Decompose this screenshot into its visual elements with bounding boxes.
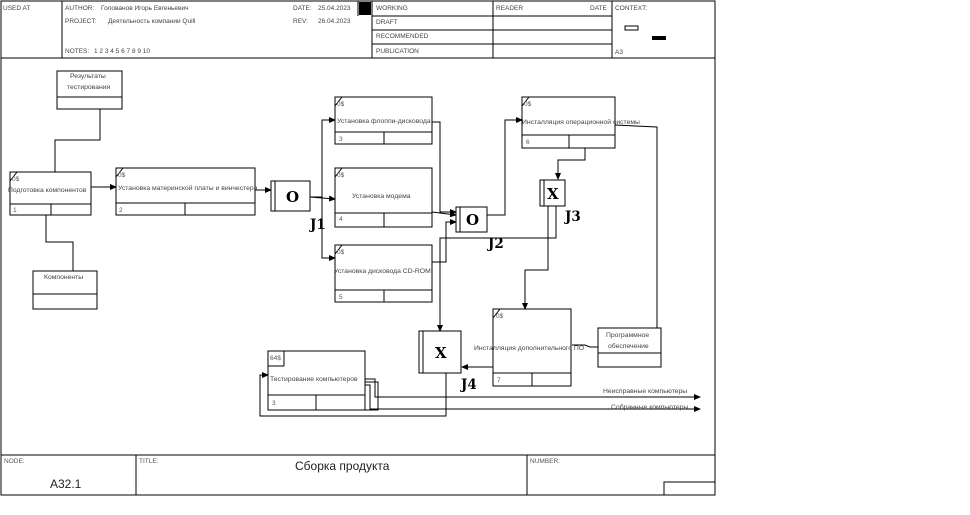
box-8-label: Тестирование компьютеров — [270, 376, 358, 383]
status-recommended: RECOMMENDED — [376, 33, 429, 40]
node-label: NODE: — [4, 458, 25, 465]
results-label-1: Результаты — [70, 73, 106, 80]
referent-software[interactable]: Программное обеспечение — [597, 327, 662, 368]
box-5-cost: 0$ — [337, 249, 345, 256]
referent-results[interactable]: Результаты тестирования — [56, 70, 123, 110]
box-6-label: Инсталляция операционной системы — [522, 118, 640, 126]
referent-components[interactable]: Компоненты — [32, 270, 98, 310]
box-2-label: Установка материнской платы и винчестера — [118, 184, 258, 192]
activity-box-7[interactable]: 0$ Инсталляция дополнительного ПО 7 — [474, 308, 584, 387]
project-label: PROJECT: — [65, 18, 97, 25]
box-4-cost: 0$ — [337, 172, 345, 179]
notes-label: NOTES: — [65, 48, 89, 55]
box-3-label: Установка флоппи-дисковода — [337, 118, 431, 125]
activity-box-1[interactable]: 0$ Подготовка компонентов 1 — [8, 171, 92, 216]
used-at-label: USED AT — [3, 5, 30, 12]
box-4-number: 4 — [339, 216, 343, 223]
author-value: Голованов Игорь Евгеньевич — [101, 5, 189, 12]
context-label: CONTEXT: — [615, 5, 647, 12]
junction-j1-symbol: O — [286, 188, 299, 206]
project-value: Деятельность компании Quill — [108, 18, 196, 25]
activity-box-5[interactable]: 0$ Установка дисковода CD-ROM 5 — [334, 244, 433, 303]
junction-j2-label: J2 — [487, 236, 504, 252]
box-7-label: Инсталляция дополнительного ПО — [474, 345, 584, 352]
context-sheet: A3 — [615, 49, 623, 56]
activity-box-4[interactable]: 0$ Установка модема 4 — [334, 167, 433, 228]
results-label-2: тестирования — [67, 84, 111, 91]
author-label: AUTHOR: — [65, 5, 94, 12]
junction-j1-label: J1 — [309, 217, 326, 233]
rev-label: REV: — [293, 18, 308, 25]
software-label-1: Программное — [606, 332, 649, 339]
title-label: TITLE: — [139, 458, 159, 465]
box-5-number: 5 — [339, 294, 343, 301]
box-3-cost: 0$ — [337, 101, 345, 108]
diagram-title: Сборка продукта — [295, 459, 390, 473]
status-draft: DRAFT — [376, 19, 398, 26]
box-1-cost: 0$ — [12, 176, 20, 183]
box-7-cost: 0$ — [496, 313, 504, 320]
junction-j2[interactable]: O — [455, 206, 488, 233]
activity-box-3[interactable]: 0$ Установка флоппи-дисковода 3 — [334, 96, 433, 145]
date-label: DATE: — [293, 5, 312, 12]
status-working: WORKING — [376, 5, 408, 12]
box-2-number: 2 — [119, 207, 123, 214]
date-value: 25.04.2023 — [318, 5, 351, 12]
activity-box-6[interactable]: 0$ Инсталляция операционной системы 6 — [521, 96, 640, 149]
junction-j3-symbol: X — [547, 185, 559, 203]
box-1-number: 1 — [13, 207, 17, 214]
junction-j3-label: J3 — [564, 209, 581, 225]
activity-box-8[interactable]: 64$ Тестирование компьютеров 3 — [267, 350, 366, 411]
output-faulty-label: Неисправные компьютеры — [603, 388, 687, 395]
box-2-cost: 0$ — [118, 172, 126, 179]
box-3-number: 3 — [339, 136, 343, 143]
node-value: A32.1 — [50, 477, 82, 491]
notes-value: 1 2 3 4 5 6 7 8 9 10 — [94, 48, 150, 55]
software-label-2: обеспечение — [608, 342, 649, 350]
box-8-number: 3 — [272, 400, 276, 407]
junction-j1[interactable]: O — [270, 180, 311, 212]
components-label: Компоненты — [44, 274, 83, 281]
reader-label: READER — [496, 5, 523, 12]
junction-j4-label: J4 — [460, 377, 477, 393]
number-label: NUMBER: — [530, 458, 560, 465]
box-6-number: 6 — [526, 139, 530, 146]
rev-value: 26.04.2023 — [318, 18, 351, 25]
box-5-label: Установка дисковода CD-ROM — [334, 268, 431, 275]
box-6-cost: 0$ — [524, 101, 532, 108]
activity-box-2[interactable]: 0$ Установка материнской платы и винчест… — [115, 167, 258, 216]
header-frame — [0, 0, 716, 59]
junction-j3[interactable]: X — [539, 179, 566, 207]
box-7-number: 7 — [497, 377, 501, 384]
output-assembled-label: Собранные компьютеры — [611, 403, 688, 411]
box-1-label: Подготовка компонентов — [8, 187, 87, 194]
footer-frame — [0, 454, 716, 496]
status-publication: PUBLICATION — [376, 48, 419, 55]
box-4-label: Установка модема — [352, 193, 411, 200]
reader-date-label: DATE — [590, 5, 608, 12]
box-8-cost: 64$ — [270, 355, 281, 362]
junction-j4-symbol: X — [435, 344, 447, 362]
junction-j4[interactable]: X — [418, 330, 462, 374]
junction-j2-symbol: O — [466, 211, 479, 229]
